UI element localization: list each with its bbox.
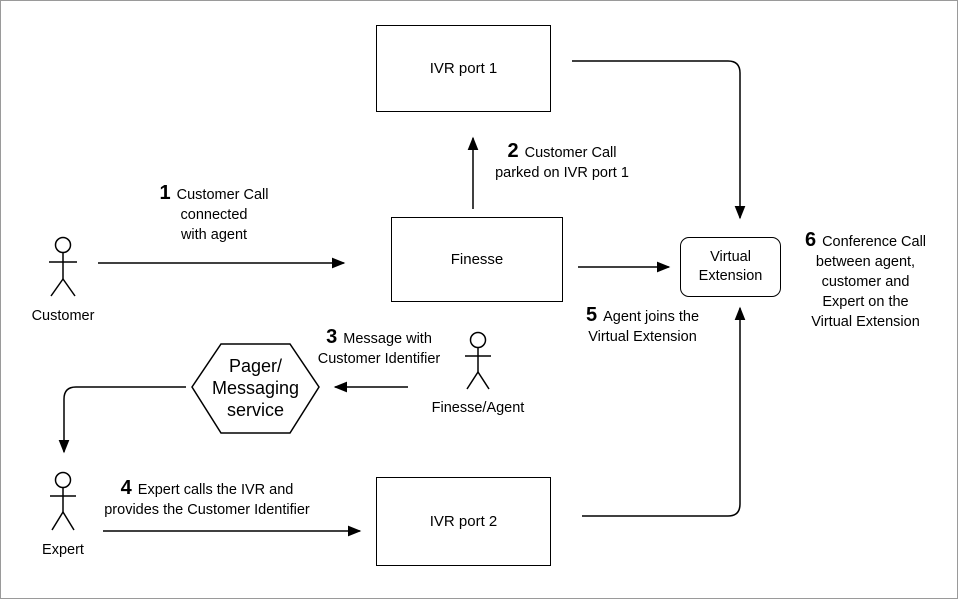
- customer-label: Customer: [31, 308, 95, 324]
- step-2-annotation: 2 Customer Call parked on IVR port 1: [482, 141, 642, 183]
- step-5-number: 5: [585, 304, 598, 326]
- step-2-line-2: parked on IVR port 1: [495, 165, 629, 181]
- step-1-number: 1: [159, 182, 171, 204]
- step-1-line-2: connected: [180, 207, 248, 223]
- pager-label: Pager/ Messaging service: [192, 355, 319, 421]
- step-6-line-2: between agent,: [815, 254, 916, 270]
- agent-actor-icon: [465, 331, 491, 390]
- step-2-number: 2: [507, 140, 519, 162]
- step-4-annotation: 4 Expert calls the IVR and provides the C…: [84, 478, 330, 520]
- arrow-ivr1-to-virtual-extension: [572, 60, 746, 220]
- step-6-line-4: Expert on the: [822, 294, 909, 310]
- step-4-line-2: provides the Customer Identifier: [104, 502, 310, 518]
- step-5-line-2: Virtual Extension: [588, 329, 697, 345]
- expert-actor-icon: [50, 471, 76, 531]
- step-4-number: 4: [120, 477, 132, 499]
- finesse-box: Finesse: [391, 217, 563, 302]
- pager-label-line-1: Pager/: [228, 356, 283, 376]
- arrow-ivr2-to-virtual-extension: [582, 306, 746, 517]
- virtual-extension-label-line-2: Extension: [698, 268, 763, 284]
- step-3-number: 3: [326, 326, 338, 348]
- virtual-extension-label-line-1: Virtual: [710, 249, 751, 265]
- customer-actor-icon: [49, 236, 77, 297]
- step-4-line-1: Expert calls the IVR and: [137, 482, 294, 498]
- agent-label: Finesse/Agent: [431, 400, 525, 416]
- step-3-line-2: Customer Identifier: [317, 351, 441, 367]
- finesse-label: Finesse: [450, 251, 504, 268]
- step-1-line-1: Customer Call: [176, 187, 269, 203]
- step-6-line-1: Conference Call: [822, 234, 927, 250]
- step-2-line-1: Customer Call: [524, 145, 617, 161]
- ivr-port-2-label: IVR port 2: [429, 513, 498, 530]
- expert-label: Expert: [42, 542, 84, 558]
- step-1-annotation: 1 Customer Call connected with agent: [138, 183, 290, 245]
- ivr-port-1-label: IVR port 1: [429, 60, 498, 77]
- arrow-pager-to-expert: [58, 386, 186, 454]
- step-5-annotation: 5 Agent joins the Virtual Extension: [565, 305, 720, 347]
- step-6-line-5: Virtual Extension: [811, 314, 920, 330]
- virtual-extension-box: Virtual Extension: [680, 237, 781, 297]
- pager-label-line-3: service: [226, 400, 284, 420]
- ivr-port-2-box: IVR port 2: [376, 477, 551, 566]
- ivr-port-1-box: IVR port 1: [376, 25, 551, 112]
- pager-label-line-2: Messaging: [211, 378, 300, 398]
- step-1-line-3: with agent: [180, 227, 248, 243]
- step-6-number: 6: [804, 229, 817, 251]
- step-5-line-1: Agent joins the: [603, 309, 700, 325]
- step-3-line-1: Message with: [343, 331, 432, 347]
- step-6-annotation: 6 Conference Call between agent, customer…: [793, 230, 938, 332]
- pager-hexagon: [191, 343, 320, 434]
- step-6-line-3: customer and: [821, 274, 910, 290]
- step-3-annotation: 3 Message with Customer Identifier: [303, 327, 455, 369]
